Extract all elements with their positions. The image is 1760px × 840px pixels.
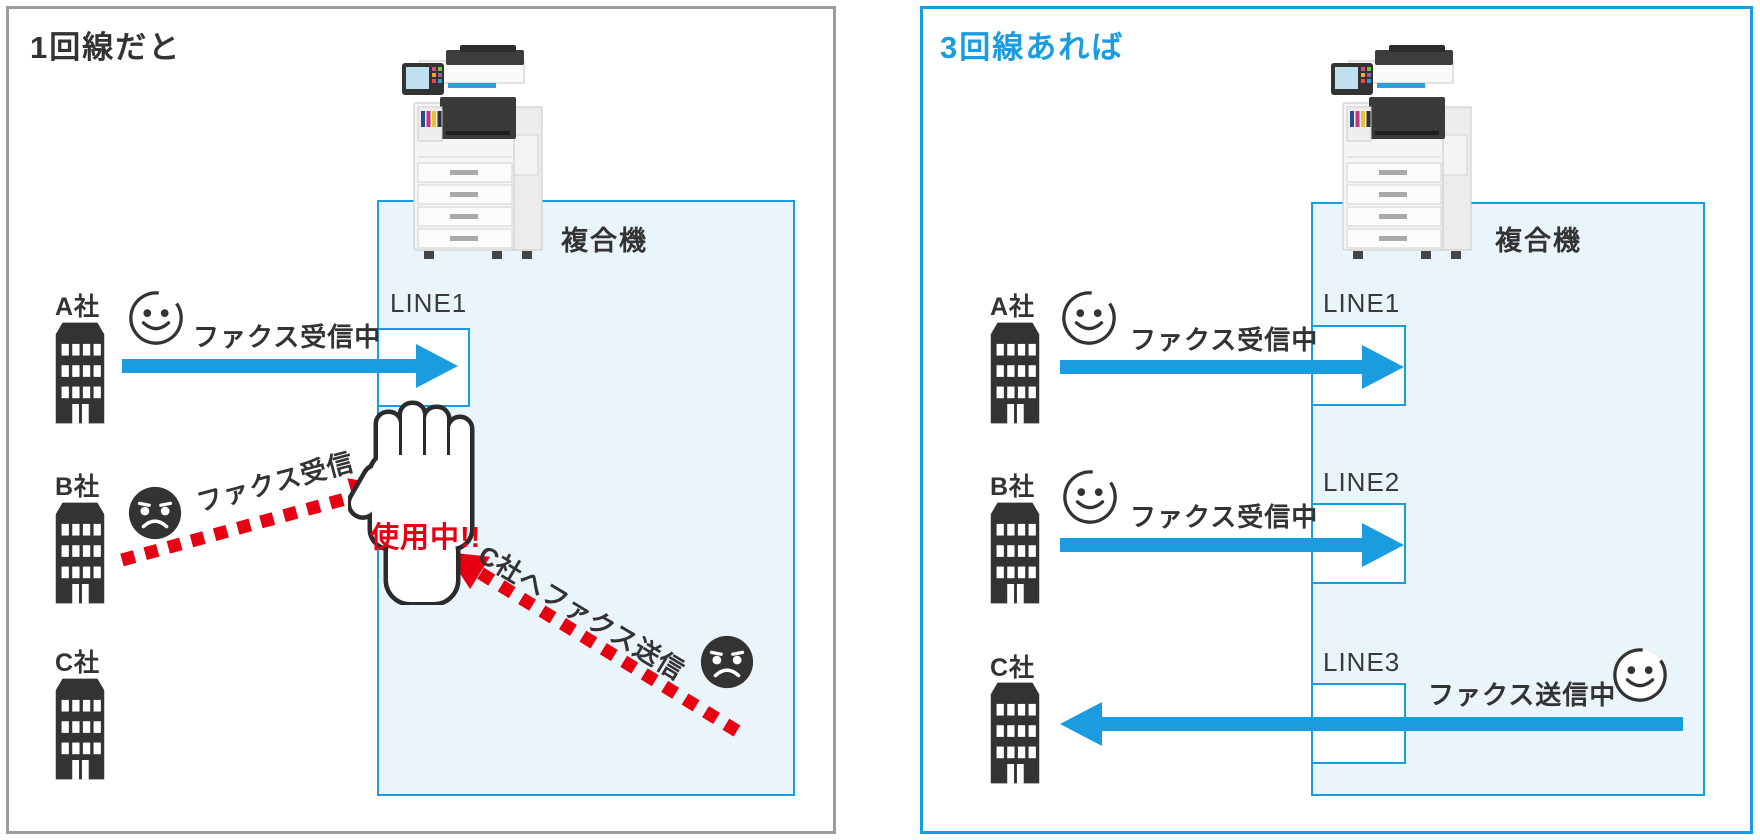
stop-hand-icon (348, 400, 493, 605)
fax-arrow-icon (122, 344, 458, 388)
panel-three-lines-title: 3回線あれば (940, 30, 1125, 65)
sad-face-icon (698, 633, 756, 691)
company-c-label: C社 (55, 649, 101, 677)
line3-label: LINE3 (1323, 647, 1401, 677)
line1-label: LINE1 (1323, 288, 1401, 318)
company-a-label: A社 (990, 293, 1036, 321)
company-b-label: B社 (990, 473, 1036, 501)
line1-label: LINE1 (390, 288, 468, 318)
panel-one-line-title: 1回線だと (30, 30, 182, 65)
printer-icon (394, 45, 549, 263)
company-b-label: B社 (55, 473, 101, 501)
panel-one-line: 1回線だと 複合機 LINE1 A社 ファクス受信中 B社 ファクス受信 C社 (6, 6, 836, 834)
busy-label: 使用中!! (370, 522, 482, 554)
building-icon (48, 502, 112, 604)
status-b-text: ファクス受信中 (1130, 502, 1319, 532)
happy-face-icon (1060, 289, 1118, 347)
company-a-label: A社 (55, 293, 101, 321)
fax-arrow-icon (1060, 345, 1404, 389)
building-icon (983, 502, 1047, 604)
happy-face-icon (1611, 646, 1669, 704)
status-c-text: ファクス送信中 (1428, 680, 1617, 710)
building-icon (983, 322, 1047, 424)
machine-label: 複合機 (561, 226, 648, 256)
status-a-text: ファクス受信中 (193, 322, 382, 352)
status-a-text: ファクス受信中 (1130, 325, 1319, 355)
happy-face-icon (1061, 468, 1119, 526)
printer-icon (1323, 45, 1478, 263)
fax-arrow-icon (1060, 523, 1404, 567)
company-c-label: C社 (990, 654, 1036, 682)
building-icon (48, 322, 112, 424)
fax-arrow-icon (1060, 702, 1683, 746)
happy-face-icon (127, 289, 185, 347)
line2-label: LINE2 (1323, 467, 1401, 497)
building-icon (983, 682, 1047, 784)
machine-label: 複合機 (1495, 226, 1582, 256)
building-icon (48, 678, 112, 780)
panel-three-lines: 3回線あれば 複合機 LINE1 A社 ファクス受信中 LINE2 B社 ファク… (920, 6, 1753, 834)
